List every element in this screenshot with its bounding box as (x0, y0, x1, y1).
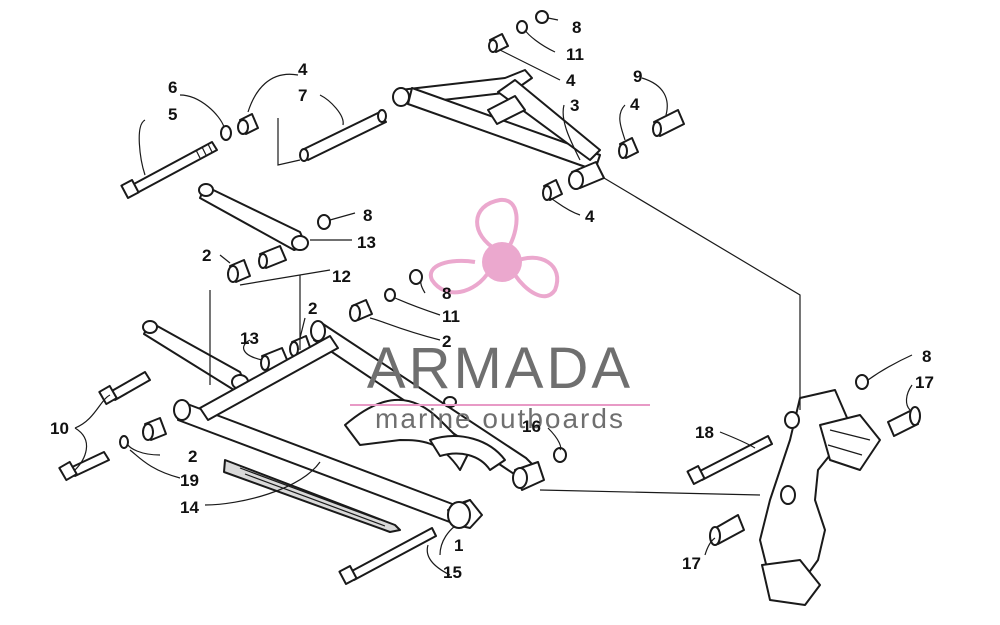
lower-a-arm (173, 320, 545, 529)
washer-6 (220, 125, 232, 141)
callout-17: 17 (682, 554, 701, 573)
callout-1: 1 (454, 536, 463, 555)
callout-4: 4 (585, 207, 595, 226)
sway-link-upper (198, 183, 331, 251)
decal-14 (223, 459, 401, 533)
callout-11: 11 (442, 307, 460, 326)
brand-name: ARMADA (367, 336, 633, 401)
bolt-upper (120, 141, 218, 199)
callout-4: 4 (566, 71, 576, 90)
callout-11: 11 (566, 45, 584, 64)
callout-4: 4 (298, 60, 308, 79)
callout-8: 8 (572, 18, 581, 37)
propeller-logo-icon (428, 197, 560, 299)
callout-12: 12 (332, 267, 351, 286)
callout-5: 5 (168, 105, 177, 124)
callout-19: 19 (180, 471, 199, 490)
callout-6: 6 (168, 78, 177, 97)
callout-10: 10 (50, 419, 69, 438)
callout-labels: 8 11 4 3 9 4 4 6 5 4 7 8 13 2 12 8 2 11 … (50, 18, 934, 582)
bolts-10 (58, 371, 151, 482)
bushings-left (227, 245, 312, 371)
callout-8: 8 (442, 284, 451, 303)
callout-16: 16 (522, 417, 541, 436)
brand-tagline: marine outboards (375, 403, 625, 434)
callout-14: 14 (180, 498, 199, 517)
callout-13: 13 (357, 233, 376, 252)
pivot-shaft (299, 109, 387, 162)
callout-2: 2 (442, 332, 451, 351)
upper-hardware (488, 10, 549, 53)
upper-right-hardware (542, 109, 685, 201)
brand-watermark: ARMADA marine outboards (350, 197, 650, 434)
callout-3: 3 (570, 96, 579, 115)
callout-8: 8 (922, 347, 931, 366)
callout-13: 13 (240, 329, 259, 348)
leader-lines (74, 17, 913, 576)
callout-2: 2 (202, 246, 211, 265)
bolt-15 (338, 527, 437, 585)
callout-8: 8 (363, 206, 372, 225)
callout-2: 2 (188, 447, 197, 466)
bushing-front (142, 417, 167, 441)
steering-knuckle (759, 389, 881, 606)
upper-a-arm (392, 69, 605, 190)
nut-8 (855, 374, 869, 390)
callout-15: 15 (443, 563, 462, 582)
callout-17: 17 (915, 373, 934, 392)
bushing-4a (237, 113, 259, 135)
washer-19 (119, 435, 129, 449)
callout-18: 18 (695, 423, 714, 442)
callout-9: 9 (633, 67, 642, 86)
sway-link-lower (142, 320, 249, 391)
callout-4: 4 (630, 95, 640, 114)
callout-7: 7 (298, 86, 307, 105)
callout-2: 2 (308, 299, 317, 318)
bolt-18 (686, 435, 773, 485)
